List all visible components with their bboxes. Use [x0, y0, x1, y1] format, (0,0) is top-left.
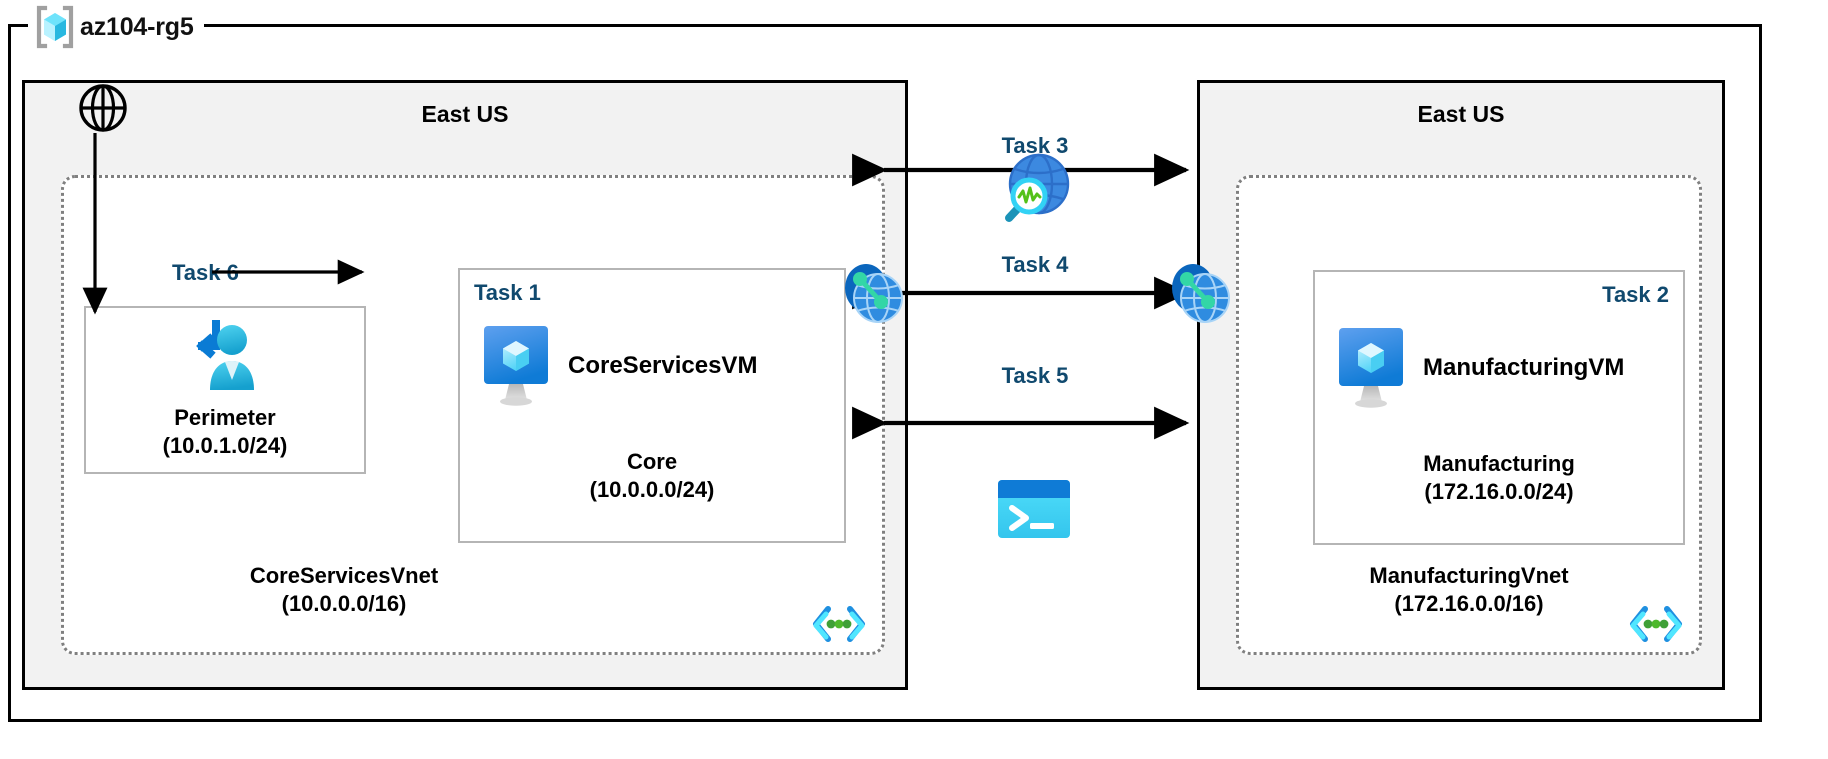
- subnet-perimeter: Perimeter (10.0.1.0/24): [84, 306, 366, 474]
- manufacturing-vm-row: ManufacturingVM: [1333, 326, 1624, 410]
- vnet-coreservices-cidr: (10.0.0.0/16): [281, 590, 407, 616]
- vnet-peering-icon: [1172, 264, 1230, 323]
- subnet-manufacturing-cidr: (172.16.0.0/24): [1424, 479, 1574, 505]
- globe-icon: [79, 84, 127, 132]
- task-5-label: Task 5: [1001, 363, 1069, 388]
- resource-group-frame: [8, 24, 1762, 722]
- subnet-code-brackets-icon: [1630, 606, 1682, 642]
- subnet-code-brackets-icon: [813, 606, 865, 642]
- subnet-core: Task 1 CoreServicesVM Core (10.0.0.0/24): [458, 268, 846, 543]
- subnet-manufacturing-caption: Manufacturing (172.16.0.0/24): [1315, 450, 1683, 506]
- subnet-manufacturing: Task 2 ManufacturingVM Manufacturing (17…: [1313, 270, 1685, 545]
- vnet-peering-icon: [845, 264, 903, 323]
- subnet-core-caption: Core (10.0.0.0/24): [460, 448, 844, 504]
- vnet-coreservices-caption: CoreServicesVnet (10.0.0.0/16): [64, 562, 624, 618]
- cloud-shell-icon: [998, 480, 1070, 538]
- azure-resource-group-icon: [36, 5, 74, 49]
- virtual-machine-icon: [484, 326, 548, 406]
- subnet-perimeter-caption: Perimeter (10.0.1.0/24): [86, 404, 364, 460]
- region-left: East US Task 6 Perimeter: [22, 80, 908, 690]
- region-left-title: East US: [421, 101, 509, 127]
- network-watcher-icon: [1005, 153, 1070, 222]
- task-1-label: Task 1: [474, 280, 541, 305]
- task-6-label: Task 6: [172, 260, 239, 285]
- subnet-manufacturing-name: Manufacturing: [1423, 451, 1575, 476]
- coreservices-vm-name: CoreServicesVM: [568, 352, 758, 379]
- vnet-manufacturing-cidr: (172.16.0.0/16): [1394, 590, 1544, 616]
- subnet-perimeter-name: Perimeter: [174, 405, 276, 430]
- resource-group-header: az104-rg5: [28, 0, 204, 54]
- subnet-core-name: Core: [626, 449, 678, 474]
- task-2-label: Task 2: [1602, 282, 1669, 307]
- vnet-coreservices: Task 6 Perimeter (10.0.1.0/24) Task 1: [61, 175, 885, 655]
- vnet-manufacturing-caption: ManufacturingVnet (172.16.0.0/16): [1239, 562, 1699, 618]
- subnet-core-cidr: (10.0.0.0/24): [589, 477, 715, 503]
- coreservices-vm-row: CoreServicesVM: [478, 324, 757, 408]
- vnet-manufacturing-name: ManufacturingVnet: [1369, 562, 1569, 588]
- region-right-title: East US: [1417, 101, 1505, 127]
- region-right: East US Task 2 ManufacturingVM: [1197, 80, 1725, 690]
- subnet-perimeter-cidr: (10.0.1.0/24): [162, 433, 288, 459]
- user-connect-icon: [196, 320, 254, 390]
- manufacturing-vm-name: ManufacturingVM: [1423, 354, 1625, 381]
- vnet-coreservices-name: CoreServicesVnet: [249, 562, 439, 588]
- task-4-label: Task 4: [1001, 252, 1069, 277]
- resource-group-name: az104-rg5: [80, 12, 194, 41]
- virtual-machine-icon: [1339, 328, 1403, 408]
- vnet-manufacturing: Task 2 ManufacturingVM Manufacturing (17…: [1236, 175, 1702, 655]
